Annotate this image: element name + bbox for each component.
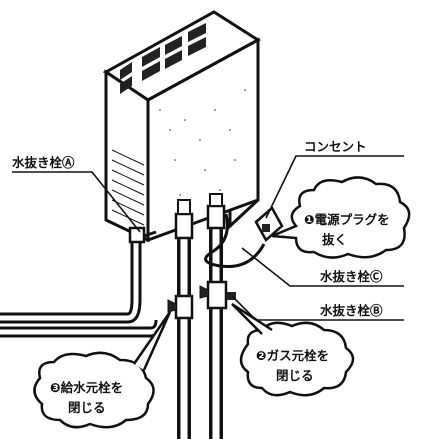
step2-number: ❷ [256,348,267,363]
label-outlet: コンセント [304,139,367,154]
gas-valve [199,280,236,310]
water-supply-valve [167,294,194,320]
step3-number: ❸ [50,380,61,395]
step1-line1: 電源プラグを [315,212,390,227]
svg-text:❶電源プラグを: ❶電源プラグを [304,212,390,227]
label-drain-plug-b: 水抜き栓Ⓑ [320,303,383,318]
unit-texture [159,89,246,196]
water-heater-unit [102,10,261,243]
pipes [0,193,226,439]
step3-line1: 給水元栓を [61,380,124,395]
callout-step3: ❸給水元栓を 閉じる [33,311,172,429]
exhaust-vents [120,23,206,94]
leader-lines [12,155,404,321]
svg-text:❸給水元栓を: ❸給水元栓を [50,380,123,395]
step1-number: ❶ [304,212,315,227]
side-shading [111,149,145,226]
step2-line1: ガス元栓を [267,348,330,363]
callout-step2: ❷ガス元栓を 閉じる [231,302,355,397]
label-drain-plug-a: 水抜き栓Ⓐ [12,155,75,170]
step2-line2: 閉じる [276,368,314,383]
power-cord [204,206,284,269]
step3-line2: 閉じる [68,400,106,415]
label-drain-plug-c: 水抜き栓Ⓒ [320,269,383,284]
step1-line2: 抜く [322,232,347,247]
callout-step1: ❶電源プラグを 抜く [271,176,411,259]
svg-text:❷ガス元栓を: ❷ガス元栓を [256,348,329,363]
